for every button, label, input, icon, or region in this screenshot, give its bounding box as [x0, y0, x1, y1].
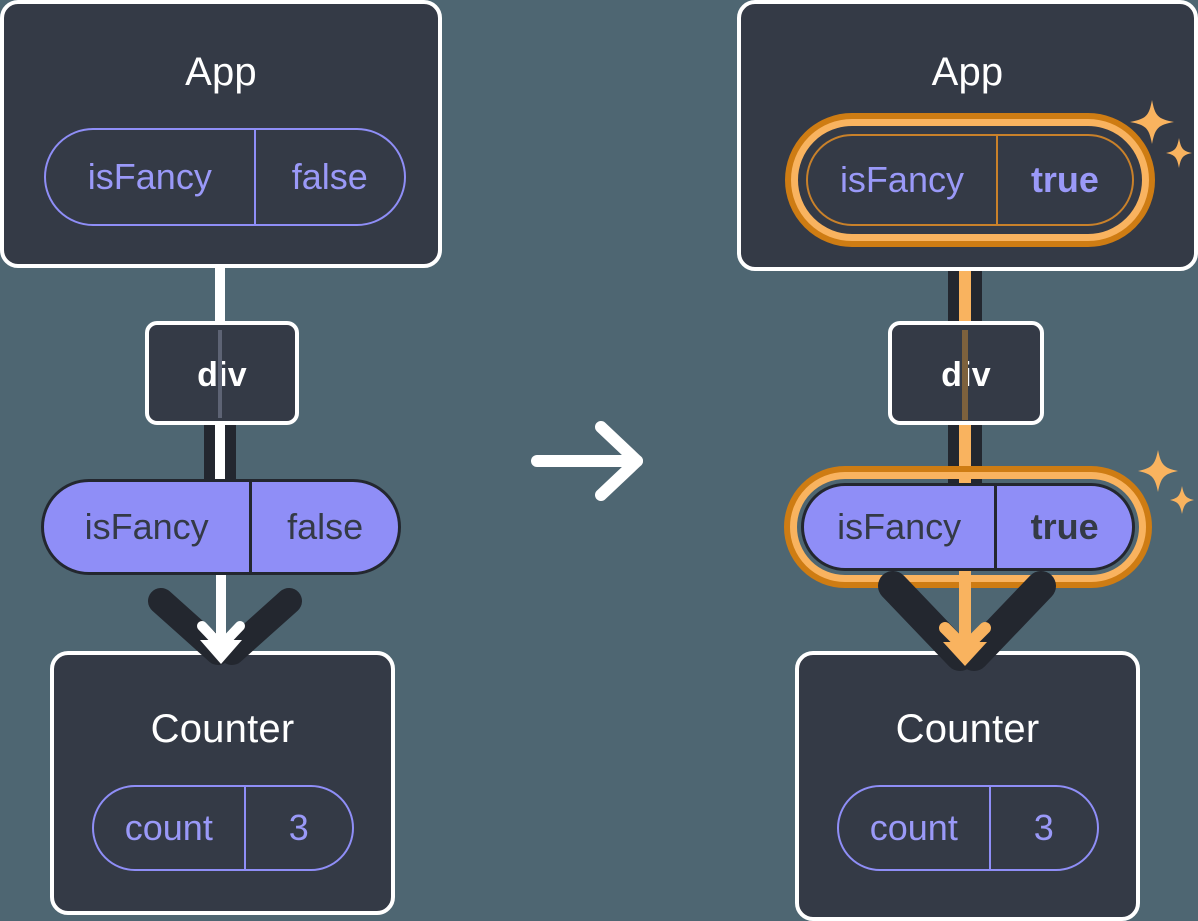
node-app-title-after: App: [931, 50, 1004, 94]
state-value-label: false: [291, 156, 368, 197]
state-value-label: 3: [1033, 807, 1054, 848]
node-counter-title-before: Counter: [150, 707, 295, 751]
prop-value-label: true: [1030, 506, 1099, 547]
node-div-title-before: div: [149, 356, 295, 395]
state-pill-count-before[interactable]: count 3: [92, 785, 354, 871]
node-div-before[interactable]: div: [145, 321, 299, 425]
prop-pill-isfancy-after[interactable]: isFancy true: [801, 483, 1135, 571]
node-app-title-before: App: [185, 50, 257, 94]
state-pill-count-after[interactable]: count 3: [837, 785, 1099, 871]
node-counter-title-after: Counter: [895, 707, 1040, 751]
highlight-ring-outer-app-after: [785, 113, 1155, 247]
node-app-before[interactable]: App isFancy false: [0, 0, 442, 268]
prop-value-label: false: [287, 506, 364, 547]
sparkles-icon-prop-after: [1138, 450, 1194, 514]
transition-arrow-right-icon: [531, 421, 643, 501]
prop-key-label: isFancy: [44, 482, 253, 572]
node-counter-after[interactable]: Counter count 3: [795, 651, 1140, 921]
edge-div-to-prop-white-before: [215, 420, 225, 486]
state-pill-isfancy-app-before[interactable]: isFancy false: [44, 128, 406, 226]
state-key-label: isFancy: [46, 130, 256, 224]
sparkles-icon-app-after: [1130, 100, 1192, 168]
edge-through-div-before: [218, 330, 222, 418]
prop-pill-isfancy-before[interactable]: isFancy false: [41, 479, 401, 575]
edge-app-to-div-before: [215, 262, 225, 328]
prop-key-label: isFancy: [804, 486, 998, 568]
state-key-label: count: [839, 787, 991, 869]
edge-through-div-after: [962, 330, 968, 420]
state-key-label: count: [94, 787, 246, 869]
state-value-label: 3: [288, 807, 309, 848]
highlight-ring-inner-app-after: [791, 119, 1149, 241]
node-counter-before[interactable]: Counter count 3: [50, 651, 395, 915]
